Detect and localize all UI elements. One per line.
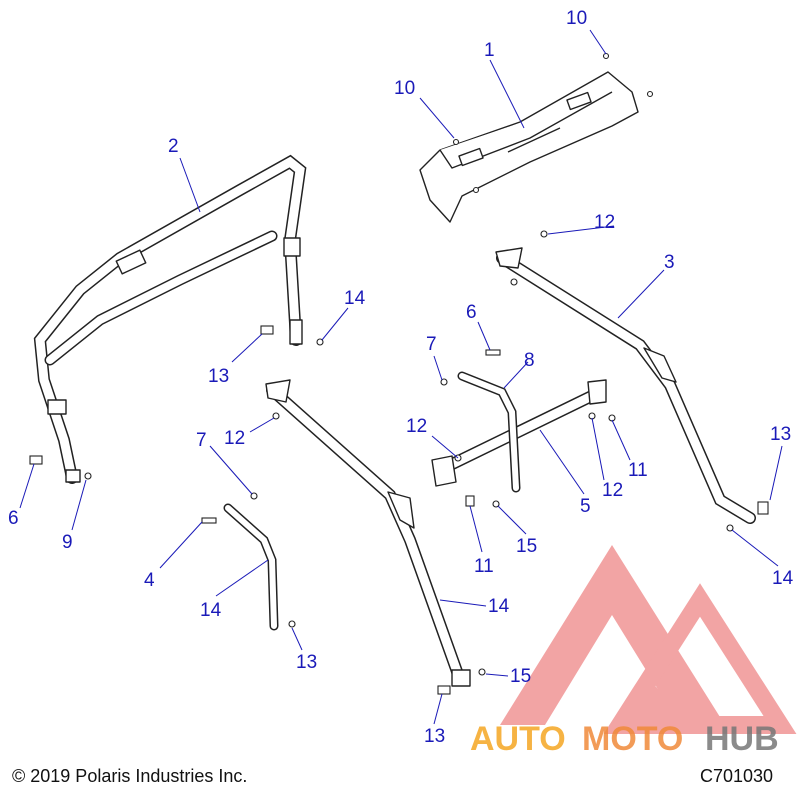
callout-6: 6 (466, 302, 477, 323)
watermark-logo (500, 545, 797, 734)
callout-15: 15 (516, 536, 537, 557)
diagram-code: C701030 (700, 766, 773, 786)
watermark-auto: AUTO (470, 720, 566, 758)
callout-4: 14 (488, 596, 510, 617)
callout-11: 11 (628, 460, 648, 481)
part-2-frame-hoop (33, 154, 307, 484)
callout-13: 13 (770, 424, 791, 445)
callout-10: 10 (394, 78, 415, 99)
callout-7: 7 (196, 430, 207, 451)
part-4-left-tube (265, 379, 471, 687)
callout-12: 12 (602, 480, 623, 501)
hardware (29, 230, 769, 695)
callout-13: 13 (208, 366, 229, 387)
callout-12: 12 (594, 212, 615, 233)
watermark-hub: HUB (705, 720, 779, 758)
part-5-cross-bar (431, 379, 607, 487)
watermark-moto: MOTO (582, 720, 683, 758)
callout-6: 4 (144, 570, 155, 591)
callout-14: 14 (772, 568, 794, 589)
callout-2: 2 (168, 136, 179, 157)
callout-11: 11 (474, 556, 494, 577)
callout-15: 13 (296, 652, 317, 673)
callout-1: 1 (484, 40, 495, 61)
callout-5: 5 (580, 496, 591, 517)
callout-13: 13 (424, 726, 445, 747)
callout-7: 7 (426, 334, 437, 355)
callout-12: 12 (224, 428, 245, 449)
callout-13: 6 (8, 508, 19, 529)
leader-lines (19, 29, 783, 725)
callout-8: 8 (524, 350, 535, 371)
copyright-text: © 2019 Polaris Industries Inc. (12, 766, 247, 786)
callout-14: 14 (344, 288, 366, 309)
part-8-bracket (457, 371, 521, 493)
part-9-bracket (223, 503, 279, 631)
callout-14: 15 (510, 666, 531, 687)
callout-3: 3 (664, 252, 675, 273)
callout-10: 10 (566, 8, 587, 29)
part-3-right-tube (495, 247, 756, 524)
part-1-roof-panel (419, 52, 654, 223)
callout-12: 12 (406, 416, 427, 437)
callout-14: 9 (62, 532, 73, 553)
callout-9: 14 (200, 600, 222, 621)
